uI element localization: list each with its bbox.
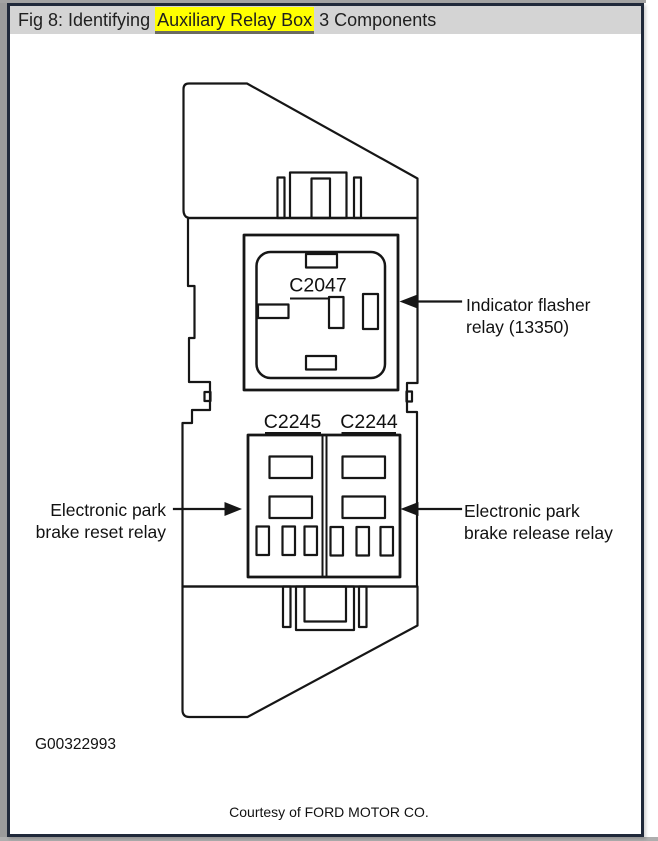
page-gutter-top <box>0 0 646 3</box>
figure-title-highlight: Auxiliary Relay Box <box>155 7 315 34</box>
page-gutter-bottom <box>0 837 658 841</box>
figure-window: Fig 8: Identifying Auxiliary Relay Box 3… <box>7 3 644 837</box>
figure-title-prefix: Fig 8: Identifying <box>18 10 156 30</box>
page-gutter-left <box>0 0 7 841</box>
figure-title-suffix: 3 Components <box>314 10 437 30</box>
figure-title-bar: Fig 8: Identifying Auxiliary Relay Box 3… <box>10 6 641 34</box>
